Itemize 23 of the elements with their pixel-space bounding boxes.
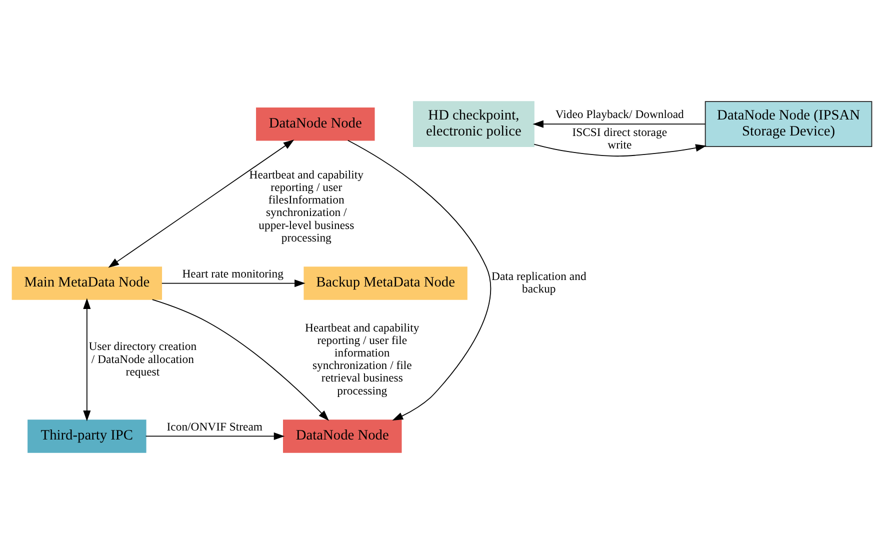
edge-label: Heart rate monitoring — [182, 267, 284, 280]
arrow — [152, 299, 330, 421]
edge-label: User directory creation / DataNode allocation request — [88, 340, 197, 378]
node-box: HD checkpoint, electronic police — [413, 101, 534, 148]
arrow — [161, 280, 306, 288]
arrow — [534, 144, 706, 157]
arrow — [83, 298, 91, 422]
edge-label: Icon/ONVIF Stream — [166, 420, 263, 434]
edge-label: ISCSI direct storage write — [572, 126, 668, 152]
arrow — [145, 432, 285, 440]
edge-label: Video Playback/ Download — [555, 108, 684, 122]
edge-label: Heartbeat and capability reporting / user file information synchronization / file retrieval business processing — [305, 321, 420, 398]
node-box: Third-party IPC — [28, 420, 146, 453]
arrow — [532, 120, 706, 128]
edge-label: Data replication and backup — [492, 270, 586, 296]
arrow — [347, 140, 491, 421]
node-box: DataNode Node (IPSAN Storage Device) — [704, 101, 872, 148]
node-box: Main MetaData Node — [12, 266, 162, 300]
edge-label: Heartbeat and capability reporting / user filesInformation synchronization / upper-level business processing — [249, 168, 364, 244]
arrow — [108, 140, 294, 268]
node-box: Backup MetaData Node — [304, 266, 468, 300]
node-box: DataNode Node — [283, 420, 402, 453]
node-box: DataNode Node — [256, 107, 375, 141]
